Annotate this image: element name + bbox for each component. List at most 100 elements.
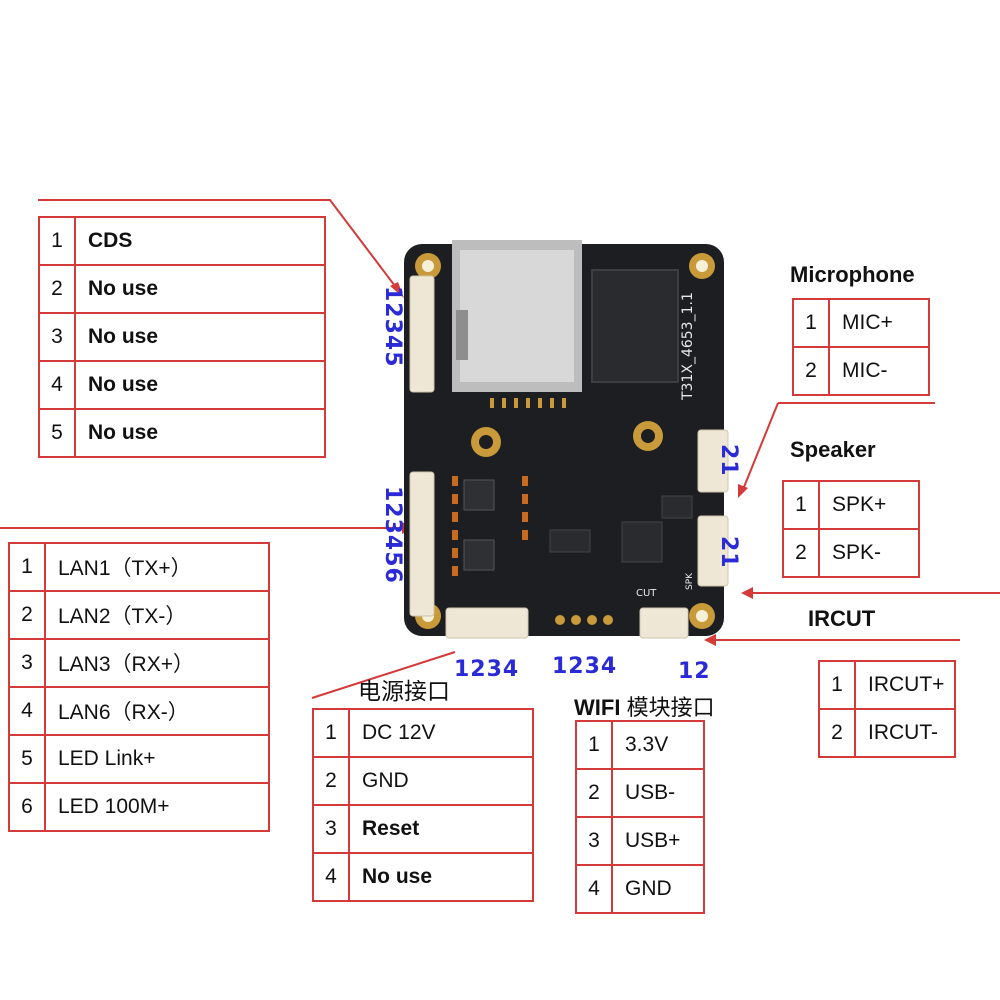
connector-speaker-a (697, 429, 729, 493)
pin-numbers-speaker-b: 21 (716, 536, 741, 569)
cds-arrow (390, 282, 404, 298)
silkscreen-model: T31X_4653_1.1 (680, 292, 696, 401)
pin-label: No use (74, 264, 326, 314)
pin-numbers-lan: 123456 (380, 486, 405, 584)
pin-label: No use (74, 360, 326, 410)
pin-number: 4 (8, 686, 46, 736)
connector-cds (409, 275, 435, 393)
speaker-arrow (741, 587, 753, 599)
ic-chip (549, 529, 591, 553)
pin-numbers-cds: 12345 (380, 286, 405, 368)
pin-number: 1 (8, 542, 46, 592)
pin-number: 3 (38, 312, 76, 362)
pin-number: 3 (8, 638, 46, 688)
pin-label: LAN1（TX+） (44, 542, 270, 592)
mic-leader-drop (741, 402, 779, 493)
mic-arrow (738, 484, 748, 498)
power-title: 电源接口 (358, 679, 450, 705)
pin-number: 1 (782, 480, 820, 530)
pin-number: 1 (818, 660, 856, 710)
pin-number: 2 (312, 756, 350, 806)
pin-label: IRCUT+ (854, 660, 956, 710)
pin-label: LED Link+ (44, 734, 270, 784)
pin-label: LAN2（TX-） (44, 590, 270, 640)
pin-number: 4 (38, 360, 76, 410)
ircut-arrow (704, 634, 716, 646)
pin-label: Reset (348, 804, 534, 854)
pin-label: MIC- (828, 346, 930, 396)
pin-label: SPK- (818, 528, 920, 578)
wifi-title: WIFI 模块接口 (574, 690, 715, 722)
pin-number: 2 (575, 768, 613, 818)
ircut-title: IRCUT (808, 606, 876, 631)
pin-number: 2 (792, 346, 830, 396)
soc-chip (591, 269, 679, 383)
wifi-title-cn: 模块接口 (626, 696, 715, 721)
pin-label: GND (611, 864, 705, 914)
pin-label: CDS (74, 216, 326, 266)
pin-label: IRCUT- (854, 708, 956, 758)
inductor (463, 479, 495, 511)
connector-ircut (639, 607, 689, 639)
camera-board: T31X_4653_1.1 CUT SPK (404, 240, 729, 639)
connector-speaker-b (697, 515, 729, 587)
pin-numbers-ircut: 12 (678, 659, 711, 684)
connector-lan (409, 471, 435, 617)
pin-number: 1 (792, 298, 830, 348)
pin-number: 1 (38, 216, 76, 266)
connector-power (445, 607, 529, 639)
pin-number: 4 (312, 852, 350, 902)
pin-label: 3.3V (611, 720, 705, 770)
pin-label: LAN6（RX-） (44, 686, 270, 736)
pin-number: 2 (38, 264, 76, 314)
cds-leader (38, 199, 399, 291)
pin-number: 3 (312, 804, 350, 854)
sd-card-slot (452, 240, 582, 392)
inductor (463, 539, 495, 571)
pin-number: 2 (782, 528, 820, 578)
pin-number: 6 (8, 782, 46, 832)
pin-number: 2 (818, 708, 856, 758)
pin-number: 1 (312, 708, 350, 758)
pad-array (452, 476, 528, 576)
pin-label: LAN3（RX+） (44, 638, 270, 688)
pin-label: SPK+ (818, 480, 920, 530)
wifi-header-pads (555, 615, 613, 625)
power-leader (311, 651, 456, 699)
silkscreen-spk: SPK (685, 572, 695, 590)
pin-number: 2 (8, 590, 46, 640)
pin-label: GND (348, 756, 534, 806)
pin-label: LED 100M+ (44, 782, 270, 832)
pin-number: 3 (575, 816, 613, 866)
ic-chip (621, 521, 663, 563)
pin-numbers-power: 1234 (454, 657, 520, 682)
pin-number: 1 (575, 720, 613, 770)
pin-label: No use (348, 852, 534, 902)
speaker-title: Speaker (790, 437, 876, 462)
